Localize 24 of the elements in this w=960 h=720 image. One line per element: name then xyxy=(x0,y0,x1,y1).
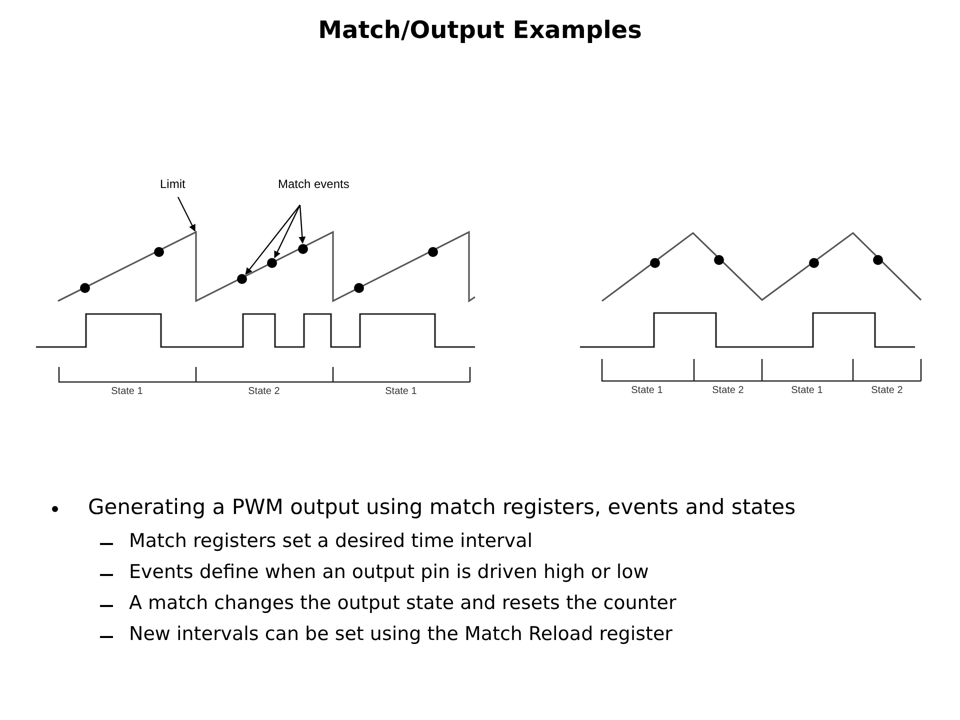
bullet-text: Generating a PWM output using match registers, events and states xyxy=(88,495,796,519)
sawtooth-waveform xyxy=(58,230,476,302)
sub-bullet-text: A match changes the output state and resets the counter xyxy=(129,592,676,614)
state-label: State 2 xyxy=(247,386,281,397)
match-event-dot xyxy=(650,258,660,268)
sub-bullet-text: New intervals can be set using the Match Reload register xyxy=(129,623,672,645)
leader-line xyxy=(177,196,196,232)
state-label: State 2 xyxy=(711,385,745,396)
state-label: State 1 xyxy=(630,385,664,396)
match-event-dot xyxy=(714,255,724,265)
leader-line xyxy=(245,204,300,275)
leader-line xyxy=(274,204,301,258)
match-event-dot xyxy=(809,258,819,268)
state-label: State 1 xyxy=(384,386,418,397)
callout-label: Limit xyxy=(160,177,186,191)
leader-line xyxy=(298,204,306,244)
match-event-dot xyxy=(873,255,883,265)
state-label: State 2 xyxy=(870,385,904,396)
state-label: State 1 xyxy=(790,385,824,396)
slide-title: Match/Output Examples xyxy=(317,16,643,44)
sub-bullet-text: Events define when an output pin is driven high or low xyxy=(129,561,649,583)
state-label: State 1 xyxy=(110,386,144,397)
sub-bullet-text: Match registers set a desired time interval xyxy=(129,530,532,552)
callout-label: Match events xyxy=(278,177,350,191)
